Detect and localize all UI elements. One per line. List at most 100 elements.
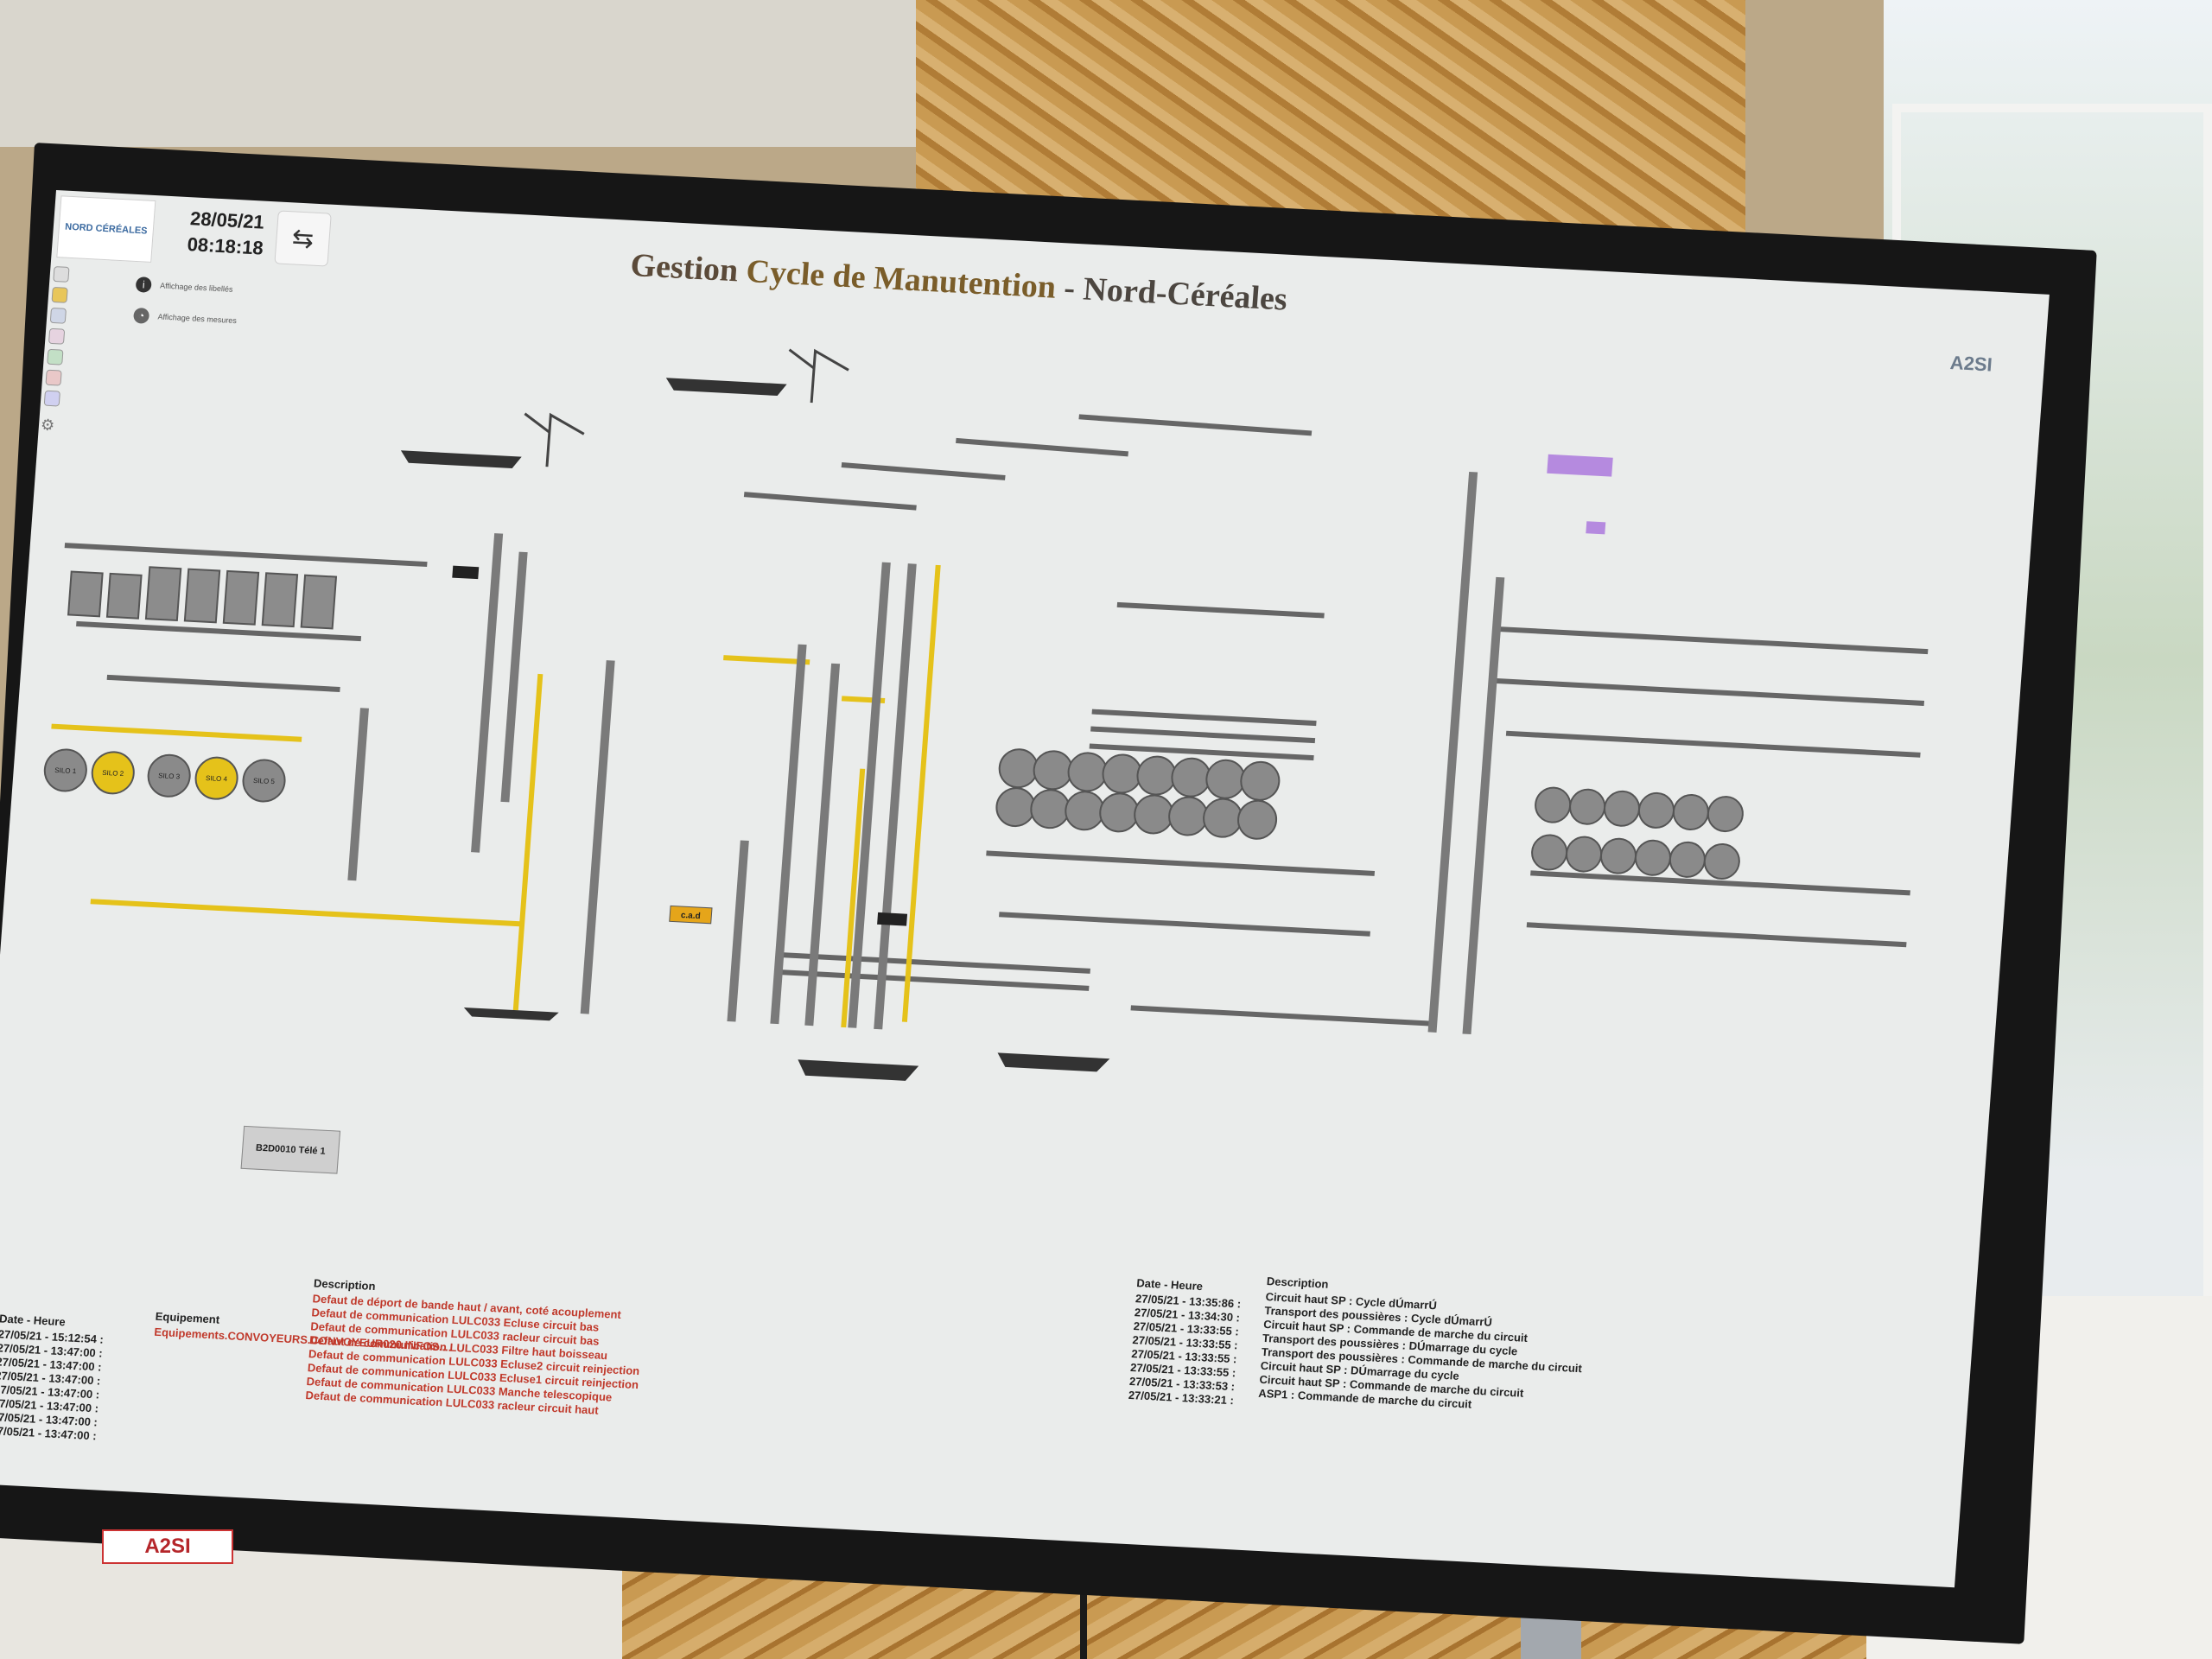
elevator-e5 xyxy=(874,563,917,1030)
conveyor-tb14 xyxy=(1116,601,1325,619)
purple-status-box xyxy=(1547,454,1613,477)
cell-c7 xyxy=(1205,759,1246,799)
barge-upper xyxy=(665,378,787,397)
cell-c3 xyxy=(1067,752,1108,792)
cell-r12 xyxy=(1703,842,1740,880)
cell-r10 xyxy=(1634,839,1671,876)
silo-1-shape xyxy=(43,748,87,792)
cell-c10 xyxy=(1030,789,1071,830)
crane-vigue-2 xyxy=(524,412,585,467)
alarm-col-description: Description xyxy=(313,1276,377,1294)
cell-c13 xyxy=(1134,794,1174,835)
cad-badge xyxy=(669,905,713,925)
elevator-right-1 xyxy=(1427,472,1478,1033)
bin-2 xyxy=(105,572,143,620)
active-elevator-epnd4 xyxy=(512,673,543,1011)
active-elevator-e2 xyxy=(841,768,866,1028)
event-col-description: Description xyxy=(1266,1274,1329,1291)
bin-7 xyxy=(300,574,338,630)
active-conveyor-t3 xyxy=(51,723,302,742)
alarm-dates: 27/05/21 - 15:12:54 : 27/05/21 - 13:47:0… xyxy=(0,1327,104,1443)
conveyor-tb2 xyxy=(1090,726,1316,744)
conveyor-tbl12 xyxy=(779,952,1090,974)
bin-6 xyxy=(261,572,299,628)
conveyor-right-1 xyxy=(1496,626,1929,655)
company-logo-text: NORD CÉRÉALES xyxy=(64,221,148,237)
conveyor-tb17 xyxy=(986,850,1376,876)
truck-2 xyxy=(877,912,908,926)
bin-4 xyxy=(183,568,221,624)
elevator-right-2 xyxy=(1462,576,1505,1035)
conveyor-tbe322 xyxy=(64,543,428,568)
conveyor-tb19 xyxy=(1130,1005,1433,1027)
cell-r5 xyxy=(1672,794,1709,830)
elevator-epnd3 xyxy=(580,660,615,1014)
cell-c1 xyxy=(998,748,1039,789)
cell-c15 xyxy=(1203,798,1243,838)
conveyor-right-3 xyxy=(1505,730,1921,758)
alarm-col-equipment: Equipement xyxy=(155,1309,220,1326)
conveyor-tb3 xyxy=(1091,709,1317,727)
cell-r9 xyxy=(1599,837,1637,874)
cell-c12 xyxy=(1099,792,1140,833)
silo-label-2: SILO 2 xyxy=(102,769,124,778)
silo-5-shape xyxy=(242,759,286,803)
elevator-e901 xyxy=(471,533,504,853)
elevator-e7 xyxy=(804,663,841,1027)
conveyor-tbl13 xyxy=(778,969,1090,991)
silo-label-5: SILO 5 xyxy=(253,777,276,785)
conveyor-tb2-upper xyxy=(956,437,1128,457)
active-conveyor-tcl10 xyxy=(723,655,810,665)
event-list: Date - Heure Description 27/05/21 - 13:3… xyxy=(1122,1274,1974,1535)
event-descriptions: Circuit haut SP : Cycle dÚmarrÚ Transpor… xyxy=(1258,1290,1586,1417)
cell-c4 xyxy=(1102,753,1142,794)
cell-c6 xyxy=(1171,757,1211,798)
alarm-descriptions: Defaut de déport de bande haut / avant, … xyxy=(305,1292,644,1420)
active-conveyor-t6 xyxy=(90,899,523,927)
silo-label-4: SILO 4 xyxy=(206,774,228,783)
conveyor-tcl304 xyxy=(106,674,340,692)
elevator-e8 xyxy=(727,840,749,1022)
conveyor-right-4 xyxy=(1530,870,1910,896)
bin-5 xyxy=(222,569,260,626)
cell-r8 xyxy=(1566,836,1603,873)
silo-3-shape xyxy=(147,753,191,798)
process-synoptic: SILO 1 SILO 2 SILO 3 SILO 4 SILO 5 xyxy=(43,348,1929,1081)
truck-1 xyxy=(452,565,480,580)
cell-c5 xyxy=(1136,755,1177,796)
cell-r1 xyxy=(1535,786,1572,823)
cell-c14 xyxy=(1168,796,1209,836)
elevator-e903 xyxy=(347,708,369,881)
event-dates: 27/05/21 - 13:35:86 : 27/05/21 - 13:34:3… xyxy=(1128,1292,1241,1408)
conveyor-tb5 xyxy=(743,492,917,511)
b2d0010-button[interactable]: B2D0010 Télé 1 xyxy=(240,1125,341,1174)
active-elevator-e3 xyxy=(901,564,941,1022)
cell-r11 xyxy=(1669,841,1706,878)
cell-r7 xyxy=(1531,834,1568,871)
conveyor-right-5 xyxy=(1526,922,1907,948)
silo-label-1: SILO 1 xyxy=(54,766,77,775)
cell-c2 xyxy=(1033,750,1073,791)
cell-c11 xyxy=(1065,791,1105,831)
cell-c8 xyxy=(1240,760,1281,801)
cell-r3 xyxy=(1604,790,1641,827)
cell-c9 xyxy=(995,787,1036,828)
bin-1 xyxy=(67,570,104,618)
barge-lower xyxy=(463,1007,559,1021)
cell-r4 xyxy=(1637,791,1675,829)
ship-bottom-1 xyxy=(798,1059,919,1081)
conveyor-tb1 xyxy=(1089,743,1314,761)
silo-label-3: SILO 3 xyxy=(158,772,181,780)
purple-status-small xyxy=(1586,521,1606,535)
crane-vigue-1 xyxy=(788,348,849,404)
wall-background xyxy=(0,0,933,147)
bin-3 xyxy=(144,566,182,622)
cell-c16 xyxy=(1237,799,1278,840)
elevator-e4 xyxy=(848,562,891,1028)
conveyor-right-2 xyxy=(1492,677,1925,706)
conveyor-tb18 xyxy=(999,912,1370,937)
hmi-screen: NORD CÉRÉALES 28/05/21 08:18:18 ⇆ Gestio… xyxy=(0,190,2050,1588)
elevator-e902 xyxy=(500,551,528,803)
elevator-e6 xyxy=(770,644,807,1025)
cad-badge-label: c.a.d xyxy=(680,911,701,921)
